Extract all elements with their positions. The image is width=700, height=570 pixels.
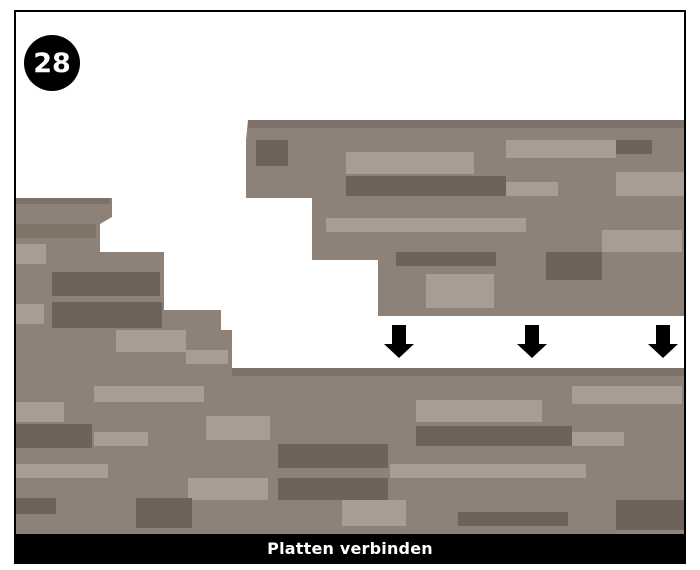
arrow-down-icon [517, 325, 547, 358]
lower-stone-panel [16, 368, 684, 536]
stone-panel-illustration [16, 12, 684, 536]
upper-stone-panel [246, 120, 684, 316]
step-number-badge: 28 [24, 35, 80, 91]
caption-text: Platten verbinden [267, 539, 433, 558]
arrow-down-icon [648, 325, 678, 358]
arrow-down-icon [384, 325, 414, 358]
caption-bar: Platten verbinden [16, 534, 684, 562]
left-stepped-panel [16, 198, 232, 372]
instruction-panel: 28 Platten verbinden [14, 10, 686, 564]
